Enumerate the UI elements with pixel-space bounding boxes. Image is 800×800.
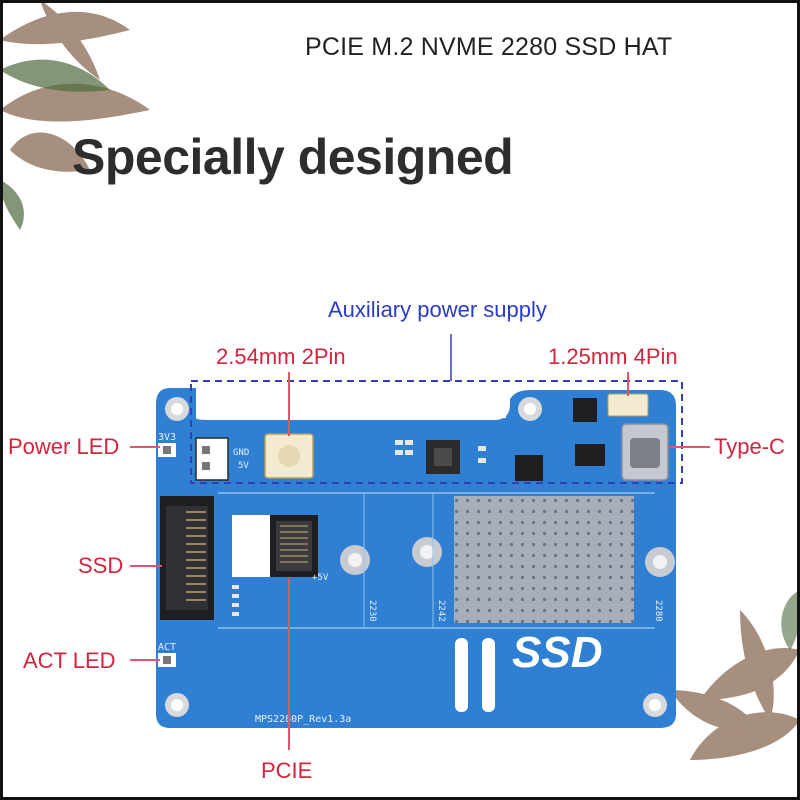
thermal-pad — [454, 496, 634, 623]
mounting-holes — [165, 397, 667, 717]
power-led-label: Power LED — [8, 434, 120, 459]
silk-2242: 2242 — [436, 600, 446, 622]
pcie-label: PCIE — [261, 758, 313, 783]
act-led-label: ACT LED — [23, 648, 116, 673]
silk-gnd: GND — [233, 448, 249, 458]
pin-254-label: 2.54mm 2Pin — [216, 344, 346, 369]
silk-2280: 2280 — [653, 600, 663, 622]
ssd-label: SSD — [78, 553, 124, 578]
product-title: PCIE M.2 NVME 2280 SSD HAT — [305, 33, 673, 61]
silk-plus5v: +5V — [312, 573, 329, 583]
silk-act: ACT — [158, 642, 176, 653]
silk-5v: 5V — [238, 461, 249, 471]
type-c-label: Type-C — [714, 434, 785, 459]
aux-power-label: Auxiliary power supply — [328, 297, 547, 322]
headline: Specially designed — [72, 129, 514, 185]
silk-model: MPS2280P_Rev1.3a — [255, 714, 351, 725]
silk-2230: 2230 — [367, 600, 377, 622]
ssd-silk-mark: SSD — [512, 628, 602, 677]
standoff-holes — [340, 537, 675, 577]
pin-125-label: 1.25mm 4Pin — [548, 344, 678, 369]
aux-power-dashed-box — [190, 380, 683, 484]
silk-3v3: 3V3 — [158, 432, 176, 443]
